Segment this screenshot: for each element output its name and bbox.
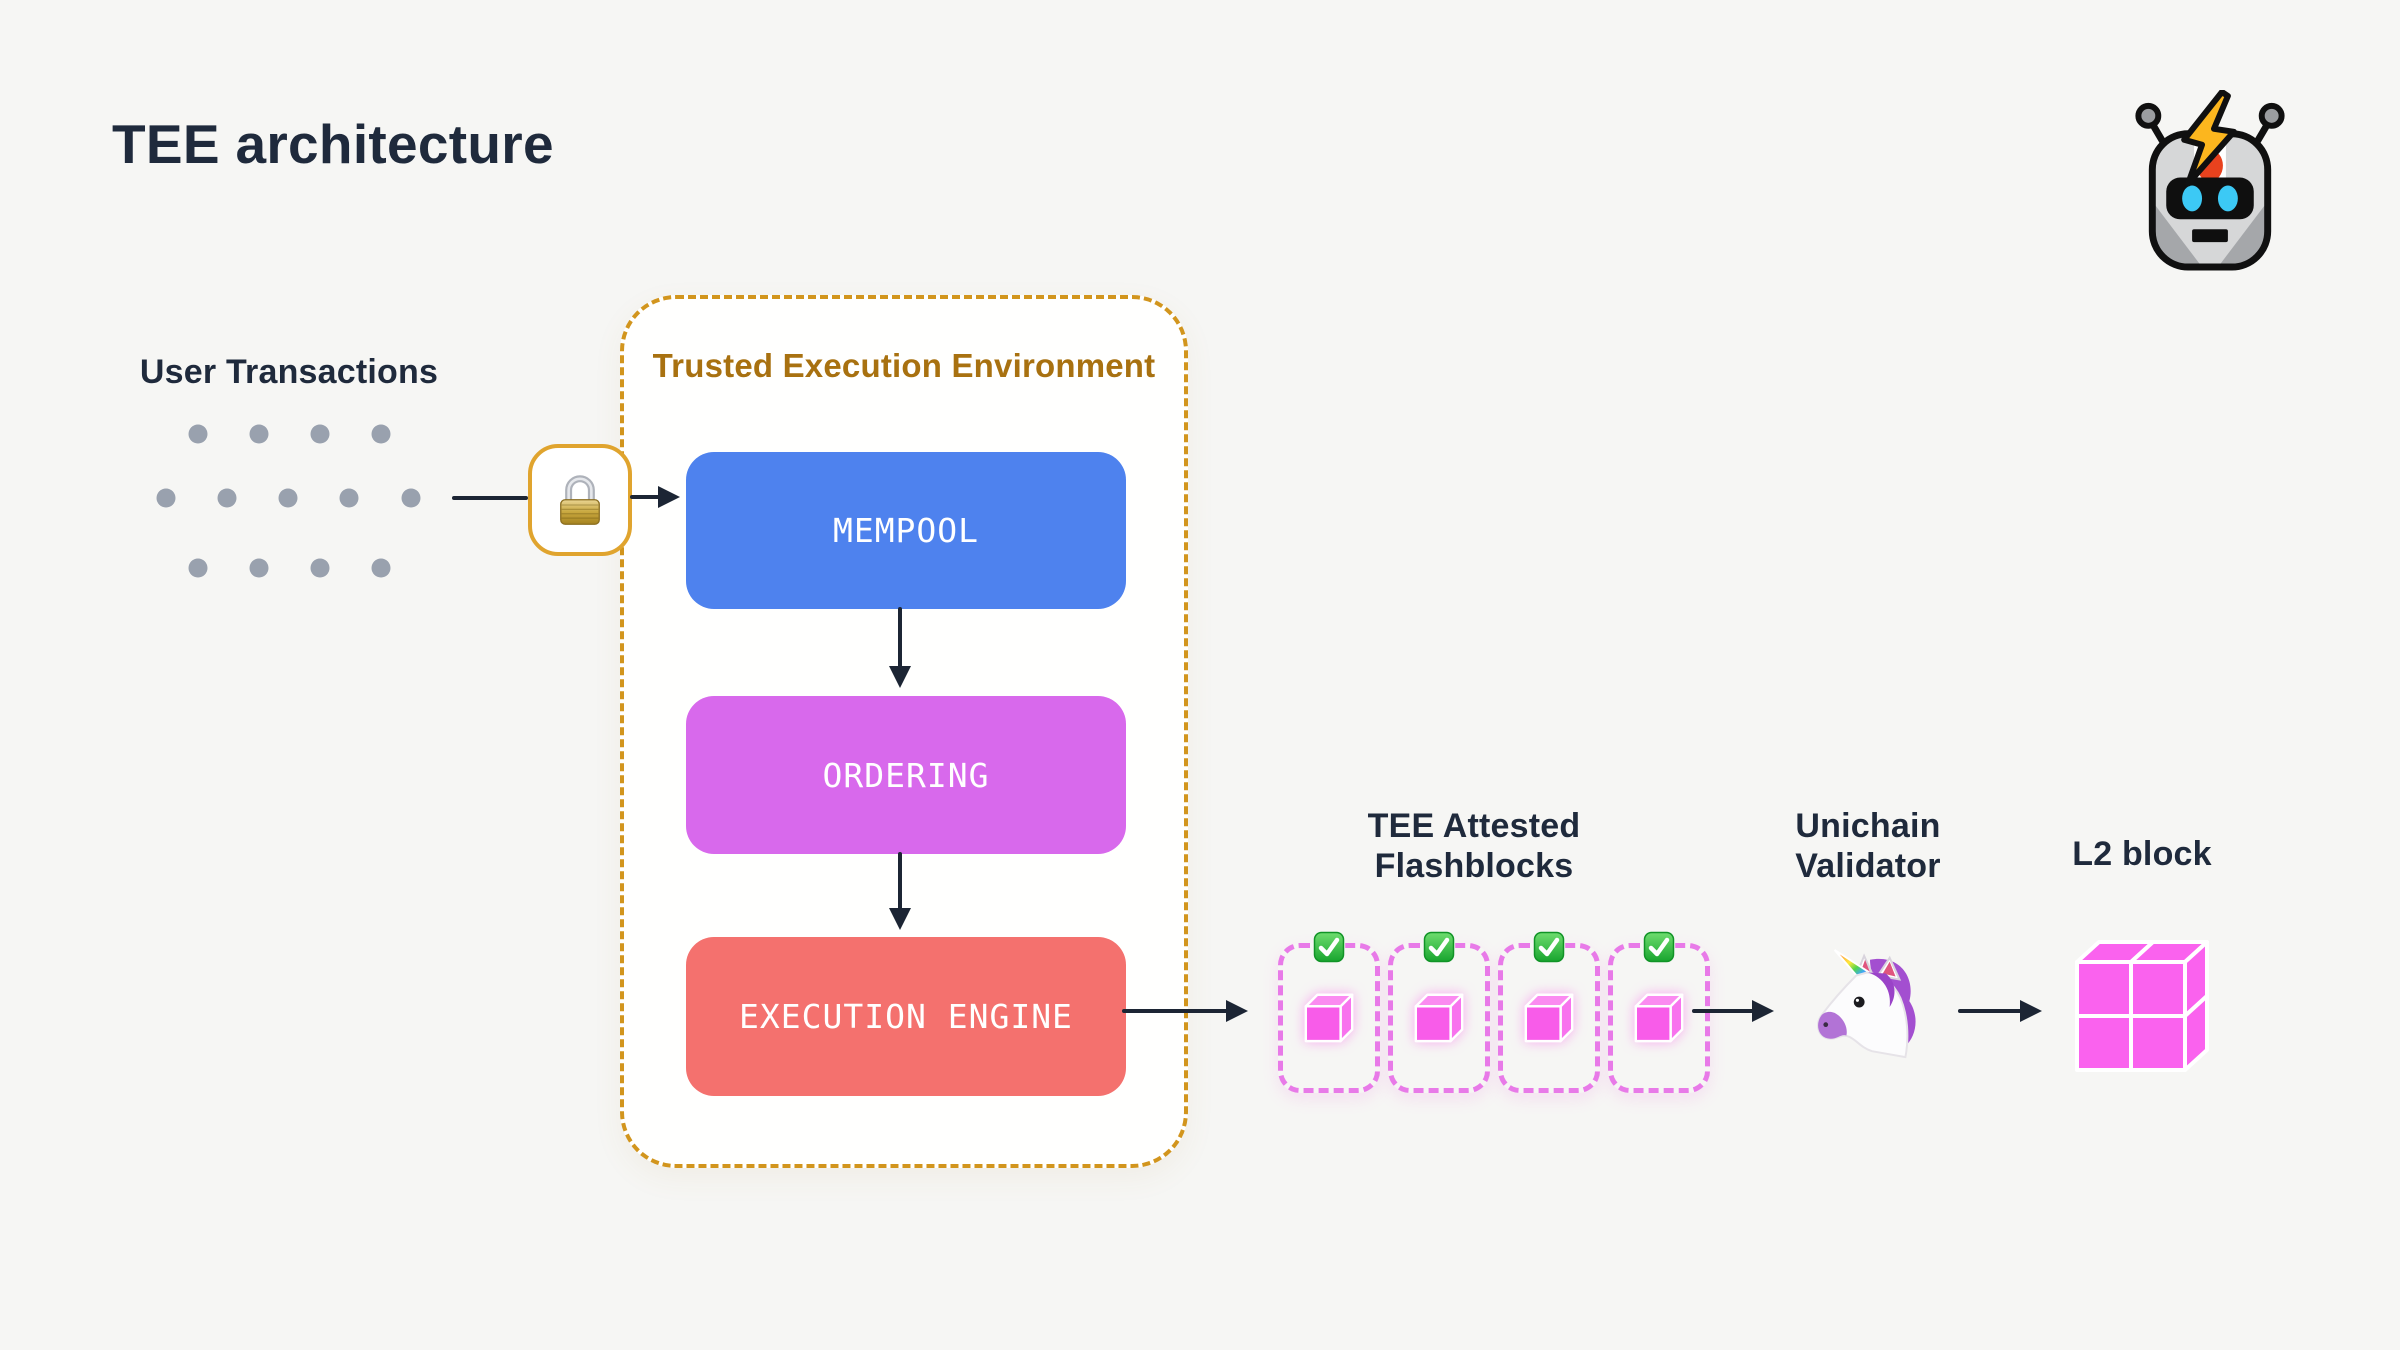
flashblocks-label-line1: TEE Attested [1367,807,1581,845]
validator-label-line2: Validator [1795,847,1941,885]
tee-container: Trusted Execution Environment MEMPOOL OR… [620,295,1188,1168]
connector-lock-to-mempool [630,495,660,499]
flashblock-cube-icon [1520,985,1578,1052]
connector-mempool-to-ordering [898,607,902,669]
l2-block-label: L2 block [2072,835,2212,873]
stage-execution-engine-label: EXECUTION ENGINE [739,997,1073,1036]
connector-ordering-to-execution [898,852,902,910]
flashblocks-label-line2: Flashblocks [1374,847,1574,885]
arrowhead-flashblocks-to-validator [1752,1000,1774,1022]
stage-mempool: MEMPOOL [686,452,1126,609]
stage-ordering-label: ORDERING [822,755,990,795]
flashblock-unit [1388,931,1490,1093]
flashblock-cube-icon [1630,985,1688,1052]
check-icon [1533,931,1565,968]
validator-label: Unichain Validator [1768,806,1968,886]
stage-execution-engine: EXECUTION ENGINE [686,937,1126,1096]
arrowhead-validator-to-l2 [2020,1000,2042,1022]
connector-execution-to-flashblocks [1122,1009,1228,1013]
encrypted-entry-tab [528,444,632,556]
arrowhead-lock-to-mempool [658,486,680,508]
check-icon [1643,931,1675,968]
lock-icon [552,468,608,533]
connector-flashblocks-to-validator [1692,1009,1754,1013]
arrowhead-mempool-to-ordering [889,666,911,688]
l2-block-cube-icon [2072,936,2222,1083]
stage-ordering: ORDERING [686,696,1126,854]
connector-dots-to-lock [452,496,528,500]
unicorn-icon [1808,946,1932,1069]
flashblock-unit [1278,931,1380,1093]
arrowhead-ordering-to-execution [889,908,911,930]
flashblock-cube-icon [1300,985,1358,1052]
user-transactions-label: User Transactions [139,353,439,391]
flashblock-unit [1608,931,1710,1093]
stage-mempool-label: MEMPOOL [832,511,980,550]
check-icon [1313,931,1345,968]
flashblocks-label: TEE Attested Flashblocks [1278,806,1670,886]
transaction-dots [150,418,430,589]
connector-validator-to-l2 [1958,1009,2022,1013]
flashblocks-group [1278,931,1710,1093]
page-title: TEE architecture [112,113,554,175]
flashblock-unit [1498,931,1600,1093]
check-icon [1423,931,1455,968]
tee-title: Trusted Execution Environment [652,347,1156,384]
arrowhead-execution-to-flashblocks [1226,1000,1248,1022]
robot-lightning-icon [2128,89,2292,279]
validator-label-line1: Unichain [1795,807,1941,845]
flashblock-cube-icon [1410,985,1468,1052]
